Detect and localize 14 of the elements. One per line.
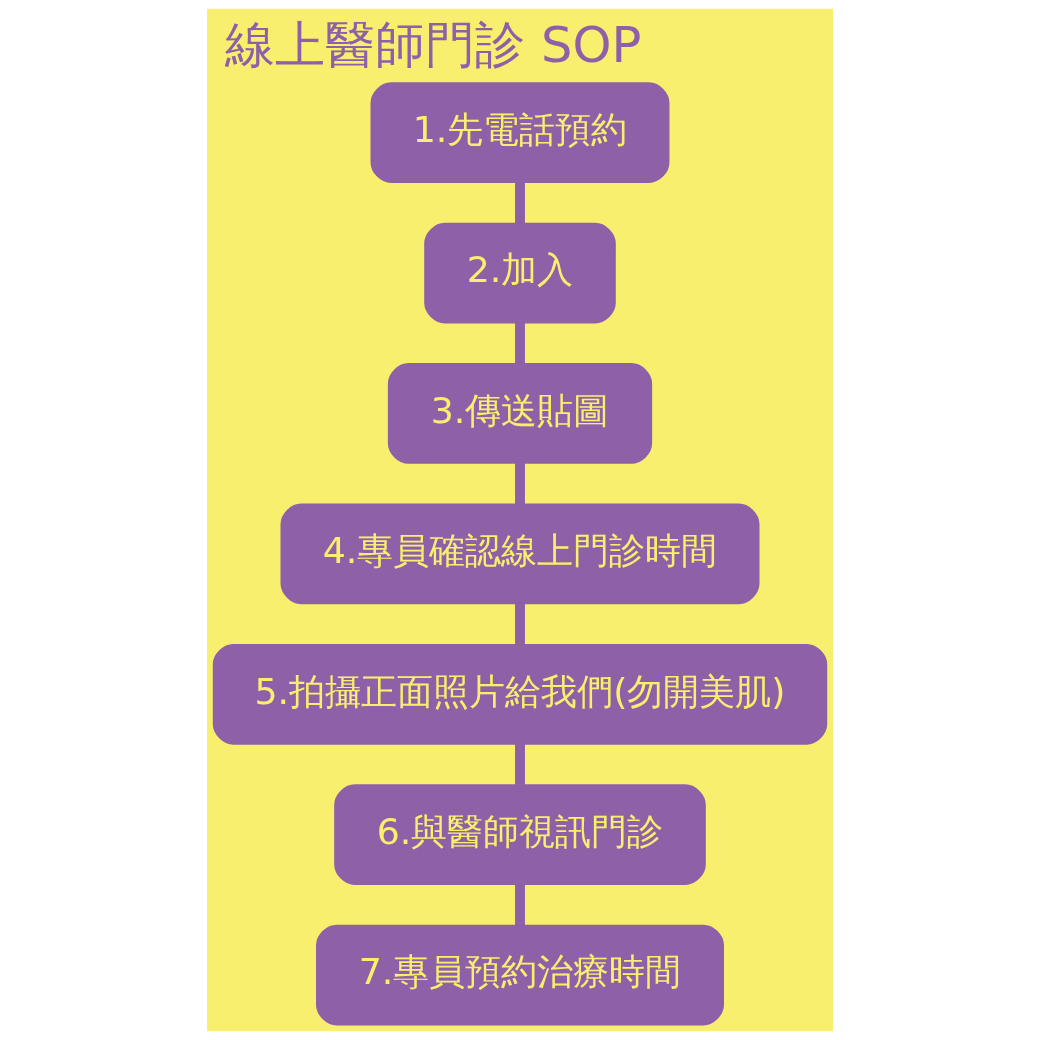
connector (515, 743, 525, 785)
node-box: 7.專員預約治療時間 (316, 924, 724, 1026)
connector (515, 603, 525, 645)
node-box: 2.加入 (424, 222, 616, 324)
node-box: 1.先電話預約 (370, 82, 670, 184)
node-box: 6.與醫師視訊門診 (334, 784, 706, 886)
connector (515, 182, 525, 224)
connector (515, 322, 525, 364)
node-box: 3.傳送貼圖 (387, 363, 653, 464)
connector (515, 884, 525, 926)
node-box: 5.拍攝正面照片給我們(勿開美肌) (212, 643, 828, 745)
node-box: 4.專員確認線上門診時間 (280, 503, 760, 605)
diagram-title: 線上醫師門診 SOP (225, 15, 642, 74)
connector (515, 463, 525, 505)
